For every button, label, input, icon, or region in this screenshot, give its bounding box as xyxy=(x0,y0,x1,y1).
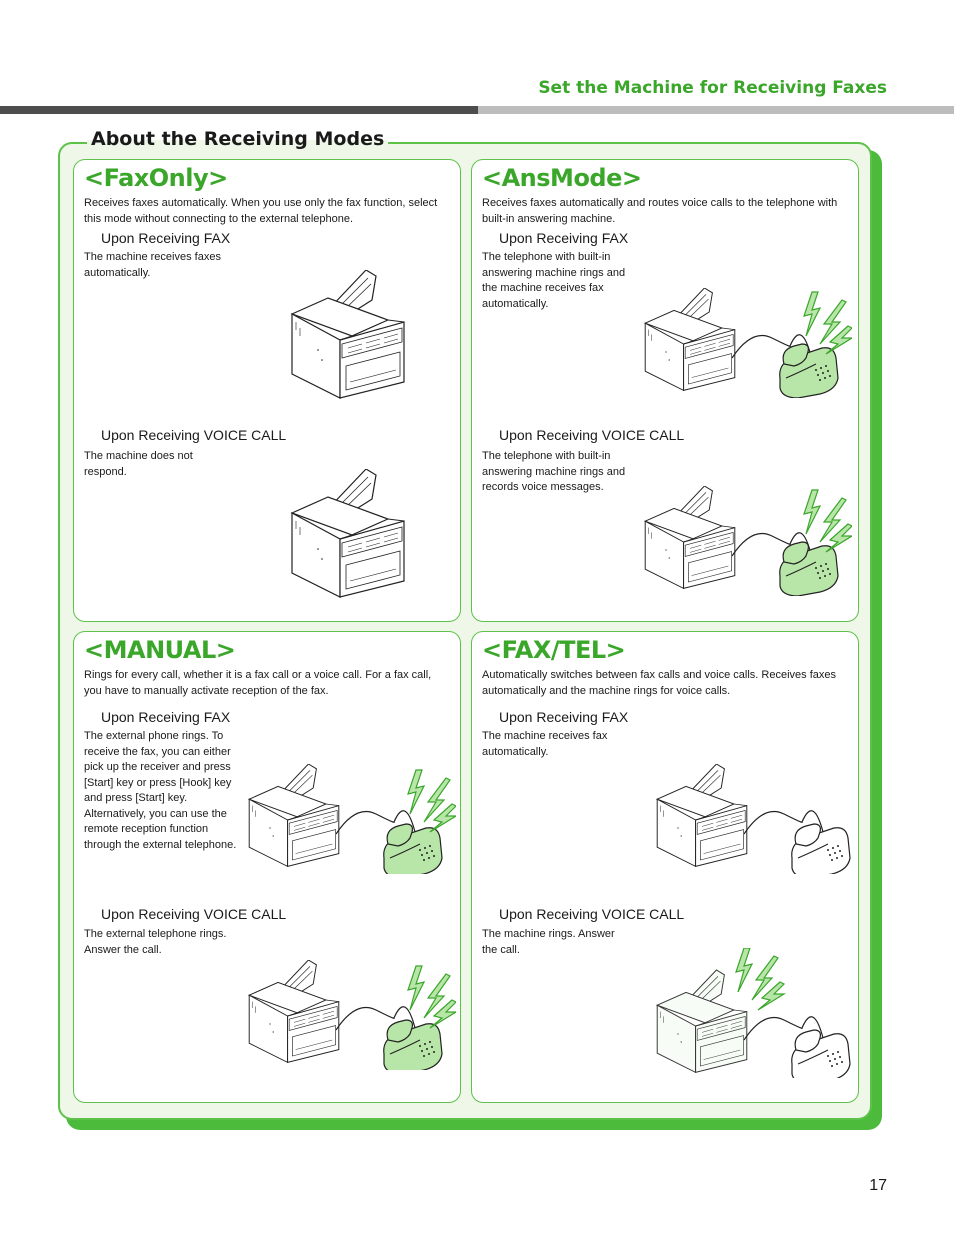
page-number: 17 xyxy=(869,1177,887,1194)
fax-heading: Upon Receiving FAX xyxy=(499,709,629,725)
ringing-icon xyxy=(803,489,852,553)
panel-description: Receives faxes automatically and routes … xyxy=(482,197,838,225)
section-title: About the Receiving Modes xyxy=(87,128,389,150)
fax-text: The machine receives faxes automatically… xyxy=(84,251,221,279)
voice-heading: Upon Receiving VOICE CALL xyxy=(101,906,287,922)
fax-heading: Upon Receiving FAX xyxy=(499,230,629,246)
ringing-icon xyxy=(407,965,456,1029)
printer-phone-illustration xyxy=(656,948,851,1078)
voice-text: The telephone with built-in answering ma… xyxy=(482,450,626,493)
voice-text: The machine rings. Answer the call. xyxy=(482,928,615,956)
ringing-icon xyxy=(407,769,456,833)
panel-title: <AnsMode> xyxy=(482,164,642,192)
running-header: Set the Machine for Receiving Faxes xyxy=(538,78,887,98)
panel-description: Rings for every call, whether it is a fa… xyxy=(84,669,432,697)
printer-phone-illustration xyxy=(644,486,852,596)
printer-phone-illustration xyxy=(644,288,852,398)
printer-phone-illustration xyxy=(656,764,851,874)
printer-phone-illustration xyxy=(248,960,456,1070)
voice-heading: Upon Receiving VOICE CALL xyxy=(101,427,287,443)
fax-text: The telephone with built-in answering ma… xyxy=(482,251,626,310)
voice-heading: Upon Receiving VOICE CALL xyxy=(499,906,685,922)
panel-description: Receives faxes automatically. When you u… xyxy=(84,197,438,225)
panel-title: <MANUAL> xyxy=(84,636,236,664)
fax-text: The machine receives fax automatically. xyxy=(482,730,608,758)
header-bar-dark xyxy=(0,106,478,114)
panel-faxtel: <FAX/TEL> Automatically switches between… xyxy=(471,631,859,1103)
panel-manual: <MANUAL> Rings for every call, whether i… xyxy=(73,631,461,1103)
panel-ansmode: <AnsMode> Receives faxes automatically a… xyxy=(471,159,859,622)
panel-title: <FAX/TEL> xyxy=(482,636,626,664)
fax-text: The external phone rings. To receive the… xyxy=(84,730,237,851)
printer-illustration xyxy=(291,469,405,598)
printer-phone-illustration xyxy=(248,764,456,874)
header-bar-light xyxy=(478,106,954,114)
ringing-icon xyxy=(735,948,785,1011)
fax-heading: Upon Receiving FAX xyxy=(101,230,231,246)
panel-title: <FaxOnly> xyxy=(84,164,228,192)
panel-description: Automatically switches between fax calls… xyxy=(482,669,836,697)
voice-text: The machine does not respond. xyxy=(84,450,193,478)
printer-illustration xyxy=(291,270,405,399)
voice-text: The external telephone rings. Answer the… xyxy=(84,928,227,956)
ringing-icon xyxy=(803,291,852,355)
panel-faxonly: <FaxOnly> Receives faxes automatically. … xyxy=(73,159,461,622)
voice-heading: Upon Receiving VOICE CALL xyxy=(499,427,685,443)
fax-heading: Upon Receiving FAX xyxy=(101,709,231,725)
